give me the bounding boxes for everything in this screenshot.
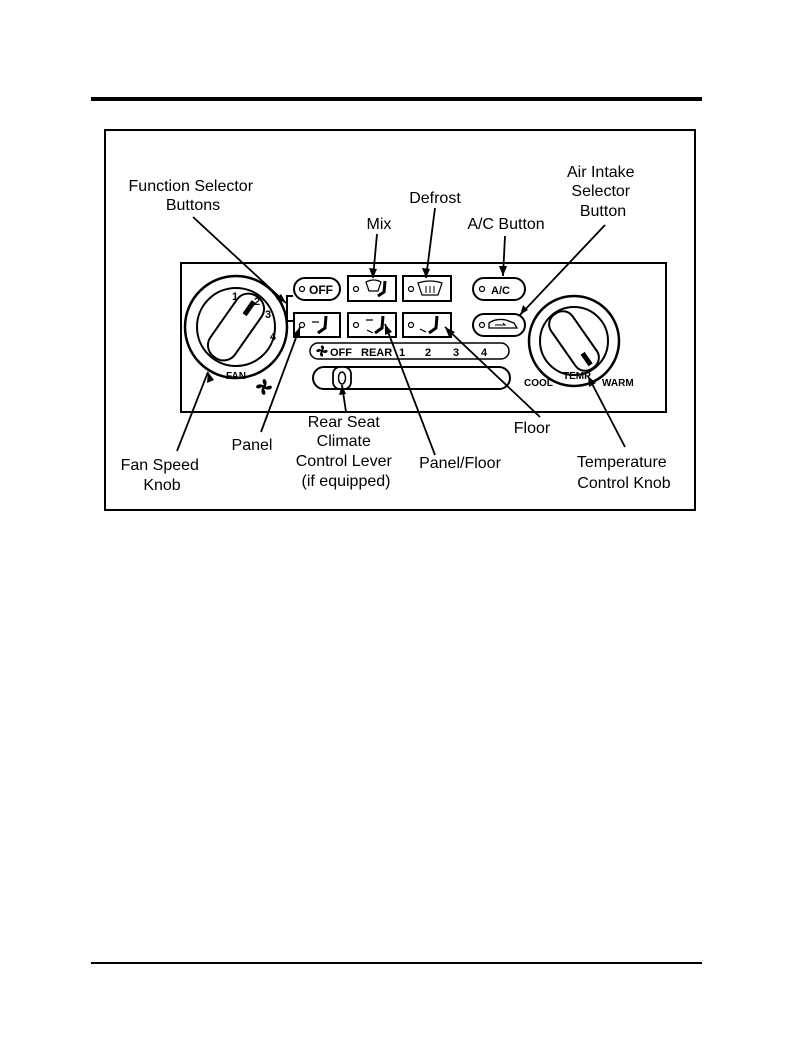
fan-caption: FAN xyxy=(226,371,246,382)
fan-mark-2: 2 xyxy=(254,296,260,308)
off-button-label: OFF xyxy=(309,283,333,297)
function-bracket xyxy=(287,296,293,321)
fan-mark-3: 3 xyxy=(265,309,271,321)
temperature-knob[interactable]: COOL TEMP WARM xyxy=(524,296,634,389)
mix-label: Mix xyxy=(367,216,392,233)
fan-mark-1: 1 xyxy=(232,291,238,303)
panel-floor-label: Panel/Floor xyxy=(419,455,501,472)
rear-speed-1: 1 xyxy=(399,347,405,359)
air-intake-label: Air Intake Selector Button xyxy=(567,164,639,220)
fan-speed-knob: 1 2 3 4 FAN xyxy=(185,276,287,382)
air-intake-button[interactable] xyxy=(473,314,525,336)
temperature-label: Temperature Control Knob xyxy=(577,454,671,492)
ac-button[interactable]: A/C xyxy=(473,278,525,300)
rear-off-label: OFF xyxy=(330,347,352,359)
defrost-label: Defrost xyxy=(409,190,461,207)
fan-icon xyxy=(256,379,272,395)
rear-speed-2: 2 xyxy=(425,347,431,359)
fan-mark-4: 4 xyxy=(270,331,277,343)
rear-seat-label: Rear Seat Climate Control Lever (if equi… xyxy=(296,414,397,490)
rear-label: REAR xyxy=(361,347,392,359)
panel-button[interactable] xyxy=(294,313,340,337)
temp-warm-label: WARM xyxy=(602,378,634,389)
off-button[interactable]: OFF xyxy=(294,278,340,300)
floor-label: Floor xyxy=(514,420,551,437)
temp-cool-label: COOL xyxy=(524,378,553,389)
temp-label: TEMP xyxy=(563,371,591,382)
panel-label: Panel xyxy=(232,437,273,454)
defrost-button[interactable] xyxy=(403,276,451,301)
rear-speed-4: 4 xyxy=(481,347,488,359)
ac-button-label: A/C xyxy=(491,285,510,297)
rear-speed-3: 3 xyxy=(453,347,459,359)
function-selector-label: Function Selector Buttons xyxy=(129,178,258,214)
ac-button-callout: A/C Button xyxy=(467,216,544,233)
floor-button[interactable] xyxy=(403,313,451,337)
rear-fan-strip: OFF REAR 1 2 3 4 xyxy=(310,343,509,359)
mix-button[interactable] xyxy=(348,276,396,301)
fan-speed-label: Fan Speed Knob xyxy=(121,457,204,494)
